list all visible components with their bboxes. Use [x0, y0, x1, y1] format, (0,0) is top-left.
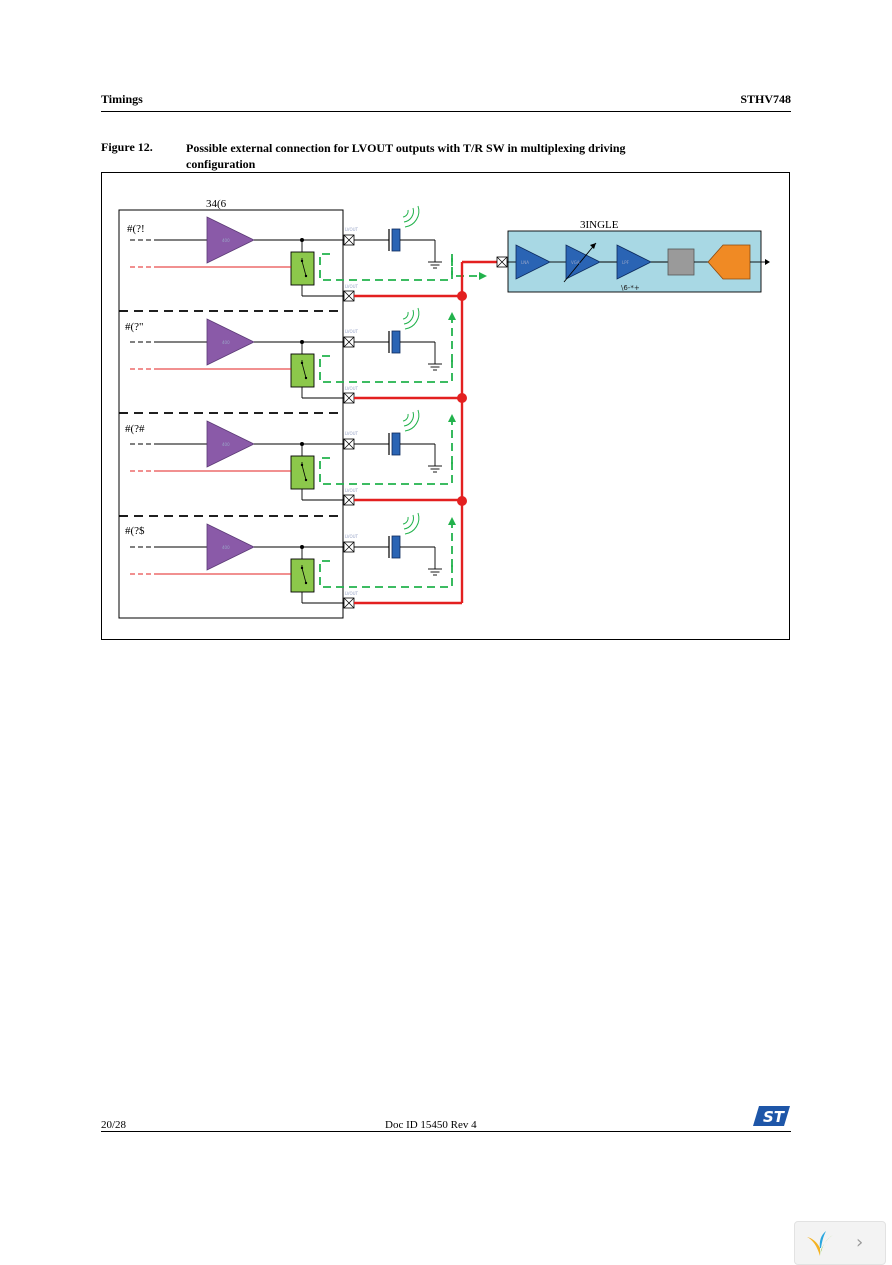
- figure-number: Figure 12.: [101, 140, 153, 154]
- footer-page-number: 20/28: [101, 1119, 127, 1131]
- footer-doc-id: Doc ID 15450 Rev 4: [385, 1119, 477, 1131]
- svg-text:LPF: LPF: [622, 260, 630, 265]
- channel-4: #(?$: [125, 513, 462, 608]
- connection-diagram: 400 LVOUT LVOUT: [118, 198, 770, 619]
- channel-label: #(?!: [127, 223, 145, 235]
- device-label: 34(6: [206, 198, 227, 210]
- single-receiver-block: 3INGLE LNA VGA LPF \6-*+: [496, 219, 770, 293]
- st-logo-icon: ST: [753, 1106, 790, 1126]
- channel-label: #(?": [125, 321, 144, 333]
- channel-label: #(?#: [125, 423, 145, 435]
- header-section-title: Timings: [101, 92, 143, 106]
- channel-label: #(?$: [125, 525, 145, 537]
- chevron-right-icon[interactable]: ›: [856, 1232, 864, 1253]
- channel-3: #(?#: [125, 410, 462, 505]
- footer-rule: [101, 1131, 791, 1132]
- single-sublabel: \6-*+: [621, 284, 640, 292]
- output-bus: [457, 260, 497, 603]
- receive-path-arrows: [448, 312, 456, 567]
- channel-1: #(?!: [127, 206, 462, 301]
- receive-path-to-single: [451, 254, 487, 280]
- channel-2: #(?": [125, 308, 462, 403]
- svg-text:LNA: LNA: [521, 260, 529, 265]
- page-navigation-widget[interactable]: [794, 1221, 886, 1265]
- svg-text:ST: ST: [763, 1108, 786, 1126]
- header-rule: [101, 111, 791, 112]
- svg-text:VGA: VGA: [571, 260, 580, 265]
- figure-title: Possible external connection for LVOUT o…: [186, 141, 626, 171]
- app-logo-icon: [807, 1231, 833, 1256]
- header-product-name: STHV748: [740, 92, 791, 106]
- single-label: 3INGLE: [580, 219, 619, 231]
- figure-frame: [101, 172, 790, 640]
